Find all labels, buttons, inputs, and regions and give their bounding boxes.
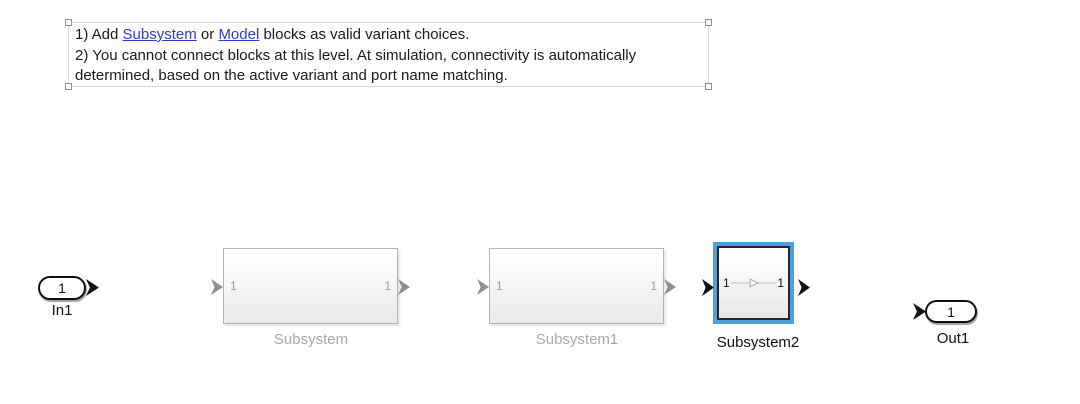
in1-port-number: 1 (58, 280, 66, 296)
block-label-out1[interactable]: Out1 (936, 330, 970, 347)
block-label-subsystem1[interactable]: Subsystem1 (535, 331, 619, 348)
hollow-arrow-icon (749, 278, 760, 288)
subsystem2-selection-frame: 1 1 (713, 242, 794, 324)
annotation-line-1: 1) Add Subsystem or Model blocks as vali… (75, 25, 704, 46)
annotation-text: 1) Add Subsystem or Model blocks as vali… (75, 25, 704, 87)
annotation-line1-mid: or (196, 26, 219, 43)
subsystem-output-port-arrow[interactable] (398, 279, 410, 295)
subsystem-block[interactable]: 1 1 (223, 248, 398, 324)
subsystem1-block[interactable]: 1 1 (489, 248, 664, 324)
subsystem2-output-port-arrow[interactable] (798, 279, 810, 296)
signal-line-preview (731, 278, 776, 288)
subsystem-input-port-arrow[interactable] (211, 279, 223, 295)
annotation-box[interactable]: 1) Add Subsystem or Model blocks as vali… (65, 19, 712, 90)
annotation-line-2: 2) You cannot connect blocks at this lev… (75, 46, 637, 64)
annotation-line1-suffix: blocks as valid variant choices. (259, 26, 470, 43)
subsystem1-input-port-arrow[interactable] (477, 279, 489, 295)
out1-port-number: 1 (947, 303, 955, 320)
subsystem1-outport-number: 1 (650, 279, 657, 293)
subsystem2-input-port-arrow[interactable] (702, 279, 714, 296)
subsystem2-block[interactable]: 1 1 (717, 246, 790, 320)
subsystem-outport-number: 1 (384, 279, 391, 293)
annotation-line-3: determined, based on the active variant … (75, 67, 508, 84)
block-label-subsystem2[interactable]: Subsystem2 (716, 334, 800, 351)
selection-handle-bottom-right[interactable] (705, 83, 712, 90)
subsystem1-inport-number: 1 (496, 279, 503, 293)
subsystem-inport-number: 1 (230, 279, 237, 293)
block-label-subsystem[interactable]: Subsystem (273, 331, 349, 348)
selection-handle-bottom-left[interactable] (65, 83, 72, 90)
model-link[interactable]: Model (218, 26, 260, 43)
subsystem-link[interactable]: Subsystem (122, 26, 197, 43)
out1-input-port-arrow[interactable] (913, 303, 926, 320)
selection-handle-top-left[interactable] (65, 19, 72, 26)
in1-output-port-arrow[interactable] (86, 279, 99, 296)
outport-block-out1[interactable]: 1 (925, 300, 977, 323)
inport-block-in1[interactable]: 1 (38, 276, 86, 300)
subsystem1-output-port-arrow[interactable] (664, 279, 676, 295)
annotation-line1-prefix: 1) Add (75, 26, 123, 43)
selection-handle-top-right[interactable] (705, 19, 712, 26)
block-label-in1[interactable]: In1 (51, 302, 73, 319)
subsystem2-inport-number: 1 (723, 276, 730, 290)
subsystem2-outport-number: 1 (777, 276, 784, 290)
